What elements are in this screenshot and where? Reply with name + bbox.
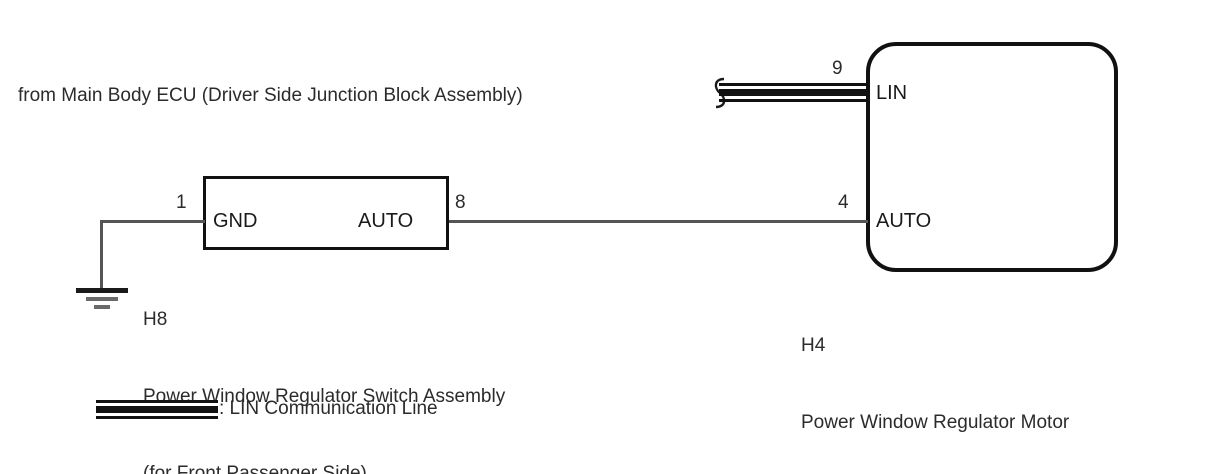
lin-stripe-bottom: [719, 99, 869, 102]
legend-lin-sample: [96, 400, 218, 419]
legend-stripe-middle: [96, 406, 218, 413]
motor-port-lin-label: LIN: [876, 82, 908, 104]
motor-port-auto-label: AUTO: [876, 210, 932, 232]
pin-number-auto-8: 8: [455, 192, 466, 213]
switch-name-line-1: Power Window Regulator Switch Assembly: [143, 386, 506, 408]
lin-communication-wire: [719, 83, 869, 102]
legend-stripe-top: [96, 400, 218, 403]
wire-auto-signal: [449, 220, 868, 223]
lin-stripe-top: [719, 83, 869, 86]
pin-number-lin-9: 9: [832, 58, 843, 79]
ground-bar-1: [76, 288, 128, 293]
pin-number-auto-4: 4: [838, 192, 849, 213]
switch-port-gnd-label: GND: [213, 210, 258, 232]
source-note: from Main Body ECU (Driver Side Junction…: [18, 85, 523, 106]
switch-connector-id: H8: [143, 309, 168, 331]
motor-connector-id: H4: [801, 335, 826, 357]
ground-icon: [76, 288, 128, 310]
legend-label: : LIN Communication Line: [219, 398, 438, 419]
motor-caption: H4 Power Window Regulator Motor Assembly…: [801, 282, 1113, 474]
wire-ground-horizontal: [100, 220, 205, 223]
motor-assembly-box: [866, 42, 1118, 272]
switch-port-auto-label: AUTO: [358, 210, 414, 232]
ground-bar-2: [86, 297, 118, 301]
lin-stripe-middle: [719, 89, 869, 96]
ground-bar-3: [94, 305, 110, 309]
legend-stripe-bottom: [96, 416, 218, 419]
motor-name-line-1: Power Window Regulator Motor: [801, 412, 1070, 434]
switch-assembly-box: [203, 176, 449, 250]
wire-ground-vertical: [100, 220, 103, 292]
pin-number-gnd-1: 1: [176, 192, 187, 213]
switch-name-line-2: (for Front Passenger Side): [143, 463, 367, 474]
switch-caption: H8 Power Window Regulator Switch Assembl…: [143, 256, 505, 474]
